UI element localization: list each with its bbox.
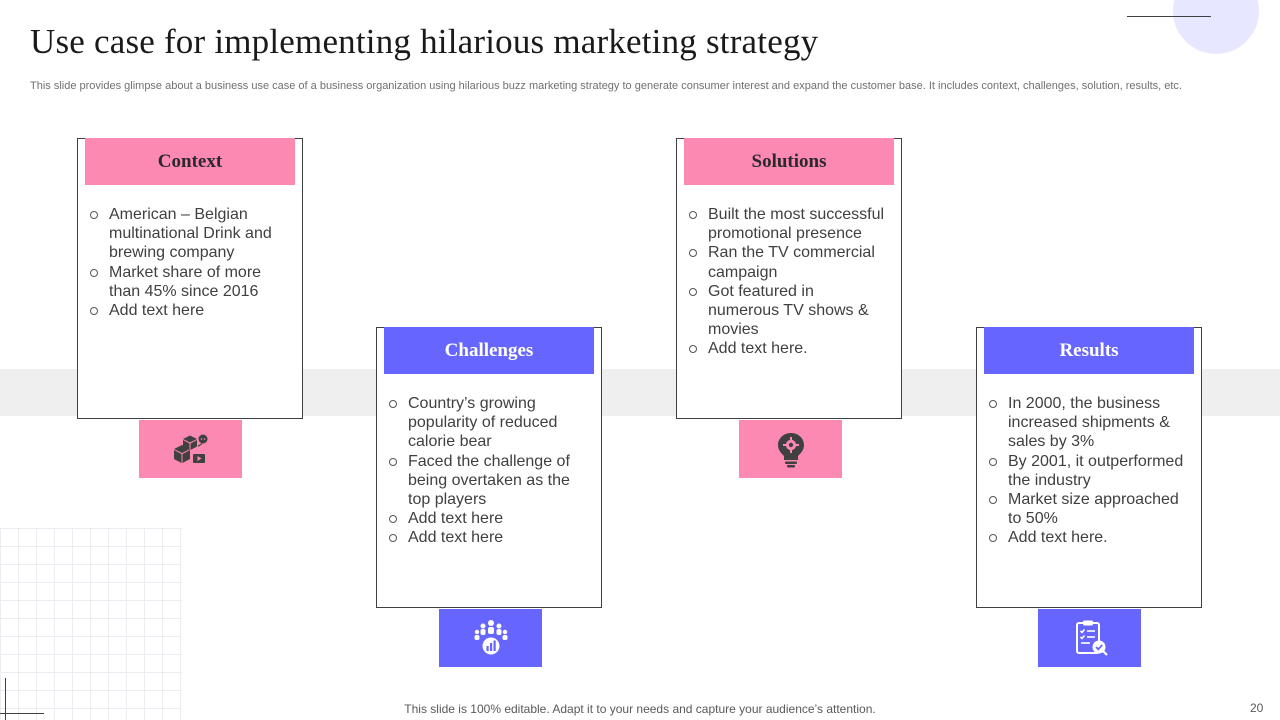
list-item: Got featured in numerous TV shows & movi…: [688, 282, 888, 340]
bullet-icon: [389, 400, 397, 408]
list-item: Built the most successful promotional pr…: [688, 205, 888, 243]
list-item: In 2000, the business increased shipment…: [988, 394, 1188, 452]
boxes-delivery-icon: [173, 434, 207, 463]
corner-mark-horizontal: [0, 713, 44, 714]
list-item: Market size approached to 50%: [988, 490, 1188, 528]
card-heading-challenges: Challenges: [384, 327, 594, 374]
solutions-icon-box: [739, 420, 842, 478]
context-icon-box: [139, 420, 242, 478]
list-item: Add text here.: [988, 528, 1188, 547]
bullet-icon: [989, 496, 997, 505]
bullet-icon: [389, 457, 397, 466]
bullet-icon: [989, 457, 997, 466]
slide-title: Use case for implementing hilarious mark…: [30, 22, 819, 61]
context-list: American – Belgian multinational Drink a…: [89, 205, 289, 320]
challenges-card: Challenges Country’s growing popularity …: [376, 327, 602, 608]
bullet-icon: [90, 211, 98, 219]
results-list: In 2000, the business increased shipment…: [988, 394, 1188, 548]
page-number: 20: [1250, 701, 1264, 715]
solutions-card: Solutions Built the most successful prom…: [676, 138, 902, 419]
list-item: Add text here: [388, 509, 588, 528]
challenges-icon-box: [439, 609, 542, 667]
bullet-icon: [389, 534, 397, 543]
decorative-circle: [1173, 0, 1259, 54]
list-item: Add text here: [388, 528, 588, 547]
list-item: Add text here.: [688, 339, 888, 358]
slide-footer: This slide is 100% editable. Adapt it to…: [404, 702, 876, 716]
results-icon-box: [1038, 609, 1141, 667]
list-item: Country’s growing popularity of reduced …: [388, 394, 588, 452]
bullet-icon: [989, 534, 997, 543]
solutions-list: Built the most successful promotional pr…: [688, 205, 888, 359]
context-card: Context American – Belgian multinational…: [77, 138, 303, 419]
decorative-grid: [0, 528, 182, 720]
results-card: Results In 2000, the business increased …: [976, 327, 1202, 608]
bullet-icon: [90, 307, 98, 316]
list-item: Market share of more than 45% since 2016: [89, 263, 289, 301]
card-heading-results: Results: [984, 327, 1194, 374]
list-item: Add text here: [89, 301, 289, 320]
bullet-icon: [389, 515, 397, 524]
bullet-icon: [989, 400, 997, 408]
list-item: Faced the challenge of being overtaken a…: [388, 452, 588, 510]
card-heading-context: Context: [85, 138, 295, 185]
corner-mark-vertical: [5, 678, 6, 720]
bullet-icon: [90, 268, 98, 277]
lightbulb-gear-icon: [777, 433, 804, 468]
decorative-line: [1127, 16, 1211, 17]
list-item: American – Belgian multinational Drink a…: [89, 205, 289, 263]
challenges-list: Country’s growing popularity of reduced …: [388, 394, 588, 548]
team-growth-chart-icon: [474, 620, 507, 655]
list-item: Ran the TV commercial campaign: [688, 243, 888, 281]
bullet-icon: [689, 287, 697, 296]
list-item: By 2001, it outperformed the industry: [988, 452, 1188, 490]
bullet-icon: [689, 211, 697, 219]
slide-subtitle: This slide provides glimpse about a busi…: [30, 80, 1182, 92]
clipboard-check-icon: [1075, 620, 1108, 656]
card-heading-solutions: Solutions: [684, 138, 894, 185]
bullet-icon: [689, 249, 697, 258]
bullet-icon: [689, 345, 697, 354]
